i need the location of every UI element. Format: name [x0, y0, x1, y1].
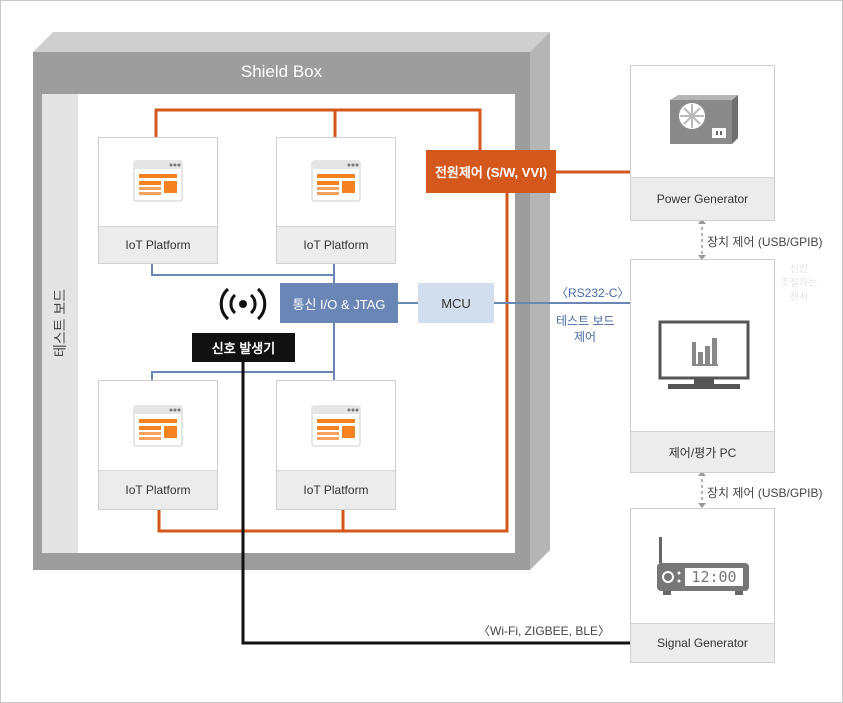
control-pc-label: 제어/평가 PC — [631, 431, 774, 472]
signal-generator-display: 12:00 — [691, 568, 736, 586]
iot-platform-label: IoT Platform — [277, 470, 395, 509]
iot-platform-4: IoT Platform — [276, 380, 396, 510]
pc-signal-link-label: 장치 제어 (USB/GPIB) — [707, 486, 823, 500]
iot-window-icon — [133, 405, 183, 447]
iot-platform-label: IoT Platform — [99, 226, 217, 263]
pc-note-3: 센서 — [789, 292, 809, 303]
power-line-bottom — [157, 193, 509, 533]
power-generator-box: Power Generator — [630, 65, 775, 221]
antenna-icon — [219, 287, 267, 321]
power-generator-label: Power Generator — [631, 177, 774, 220]
signal-generator-box: 12:00 Signal Generator — [630, 508, 775, 663]
control-pc-box: 제어/평가 PC — [630, 259, 775, 473]
power-pc-link-label: 장치 제어 (USB/GPIB) — [707, 235, 823, 249]
iot-window-icon — [311, 160, 361, 202]
rs232-label: 〈RS232-C〉 — [556, 286, 630, 300]
monitor-chart-icon — [658, 320, 750, 389]
signal-line-top — [151, 264, 335, 276]
power-supply-icon — [670, 95, 738, 144]
mcu-block: MCU — [418, 283, 494, 323]
pc-note-1: 신신 — [789, 264, 809, 275]
pc-note-2: 조절하는 — [780, 278, 818, 289]
wireless-line — [241, 356, 630, 645]
wireless-protocols-label: 〈Wi-Fi, ZIGBEE, BLE〉 — [478, 624, 611, 638]
iot-platform-label: IoT Platform — [99, 470, 217, 509]
signal-generator-icon: 12:00 — [657, 537, 749, 595]
board-control-label-1: 테스트 보드 — [556, 314, 615, 328]
board-control-label-2: 제어 — [573, 330, 597, 344]
iot-platform-label: IoT Platform — [277, 226, 395, 263]
iot-platform-1: IoT Platform — [98, 137, 218, 264]
iot-platform-3: IoT Platform — [98, 380, 218, 510]
power-line-top — [154, 108, 482, 150]
power-control-block: 전원제어 (S/W, VVI) — [426, 150, 556, 193]
iot-window-icon — [133, 160, 183, 202]
comm-jtag-block: 통신 I/O & JTAG — [280, 283, 398, 323]
shield-box-title: Shield Box — [240, 62, 323, 81]
signal-generator-tag: 신호 발생기 — [192, 333, 295, 362]
iot-platform-2: IoT Platform — [276, 137, 396, 264]
signal-generator-label: Signal Generator — [631, 623, 774, 662]
iot-window-icon — [311, 405, 361, 447]
